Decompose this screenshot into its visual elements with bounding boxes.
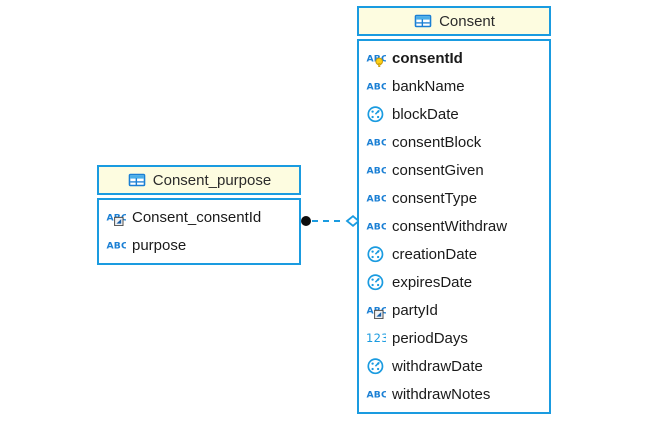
entity-header: Consent_purpose xyxy=(97,165,301,195)
abc-icon: ABC xyxy=(366,385,387,403)
header-divider xyxy=(97,195,301,198)
attribute-row[interactable]: ABC bankName xyxy=(359,72,549,100)
entity-header: Consent xyxy=(357,6,551,36)
attribute-name: consentBlock xyxy=(392,133,482,151)
svg-text:ABC: ABC xyxy=(367,390,387,401)
abc-key-icon: ABC xyxy=(366,49,386,67)
attribute-row[interactable]: ABC consentWithdraw xyxy=(359,212,549,240)
entity-name: Consent xyxy=(439,12,495,30)
attribute-row[interactable]: expiresDate xyxy=(359,268,549,296)
svg-text:123: 123 xyxy=(366,331,386,345)
date-icon xyxy=(366,273,386,291)
abc-icon: ABC xyxy=(366,133,387,151)
abc-icon: ABC xyxy=(366,217,387,235)
svg-text:ABC: ABC xyxy=(367,54,387,65)
attribute-name: expiresDate xyxy=(392,273,473,291)
attribute-row[interactable]: creationDate xyxy=(359,240,549,268)
abc-icon: ABC xyxy=(106,236,127,254)
attribute-name: bankName xyxy=(392,77,465,95)
attribute-name: periodDays xyxy=(392,329,468,347)
attribute-row[interactable]: withdrawDate xyxy=(359,352,549,380)
source-marker-filled-circle xyxy=(301,216,311,226)
attribute-name: purpose xyxy=(132,236,187,254)
date-icon xyxy=(366,245,386,263)
attribute-row[interactable]: ABC Consent_consentId xyxy=(99,203,299,231)
attribute-row[interactable]: ABC withdrawNotes xyxy=(359,380,549,408)
relationship-connector[interactable] xyxy=(300,211,358,231)
svg-text:ABC: ABC xyxy=(367,194,387,205)
attribute-row[interactable]: 123 periodDays xyxy=(359,324,549,352)
attribute-name: consentId xyxy=(392,49,463,67)
svg-text:ABC: ABC xyxy=(367,82,387,93)
attribute-name: consentWithdraw xyxy=(392,217,508,235)
attribute-row[interactable]: ABC consentType xyxy=(359,184,549,212)
table-icon xyxy=(127,171,147,189)
attribute-name: consentGiven xyxy=(392,161,484,179)
attribute-name: consentType xyxy=(392,189,478,207)
svg-text:ABC: ABC xyxy=(367,166,387,177)
date-icon xyxy=(366,357,386,375)
svg-text:ABC: ABC xyxy=(107,241,127,252)
attribute-row[interactable]: ABC consentBlock xyxy=(359,128,549,156)
svg-text:ABC: ABC xyxy=(367,222,387,233)
number-icon: 123 xyxy=(366,329,386,347)
attribute-row[interactable]: ABC partyId xyxy=(359,296,549,324)
svg-text:ABC: ABC xyxy=(367,138,387,149)
entity-table-consent-purpose[interactable]: Consent_purpose ABCConsent_consentIdABCp… xyxy=(97,165,301,265)
abc-fk-icon: ABC xyxy=(106,208,126,226)
abc-icon: ABC xyxy=(366,189,387,207)
attribute-row[interactable]: blockDate xyxy=(359,100,549,128)
table-icon xyxy=(413,12,433,30)
attribute-row[interactable]: ABC consentId xyxy=(359,44,549,72)
attribute-name: withdrawDate xyxy=(392,357,483,375)
attribute-name: partyId xyxy=(392,301,438,319)
attribute-name: creationDate xyxy=(392,245,478,263)
entity-name: Consent_purpose xyxy=(152,171,272,189)
attribute-name: withdrawNotes xyxy=(392,385,491,403)
date-icon xyxy=(366,105,386,123)
target-marker-open-diamond xyxy=(345,215,358,227)
header-divider xyxy=(357,36,551,39)
attribute-row[interactable]: ABC consentGiven xyxy=(359,156,549,184)
abc-fk-icon: ABC xyxy=(366,301,386,319)
attribute-row[interactable]: ABC purpose xyxy=(99,231,299,259)
attribute-name: Consent_consentId xyxy=(132,208,262,226)
abc-icon: ABC xyxy=(366,77,387,95)
abc-icon: ABC xyxy=(366,161,387,179)
attribute-name: blockDate xyxy=(392,105,459,123)
